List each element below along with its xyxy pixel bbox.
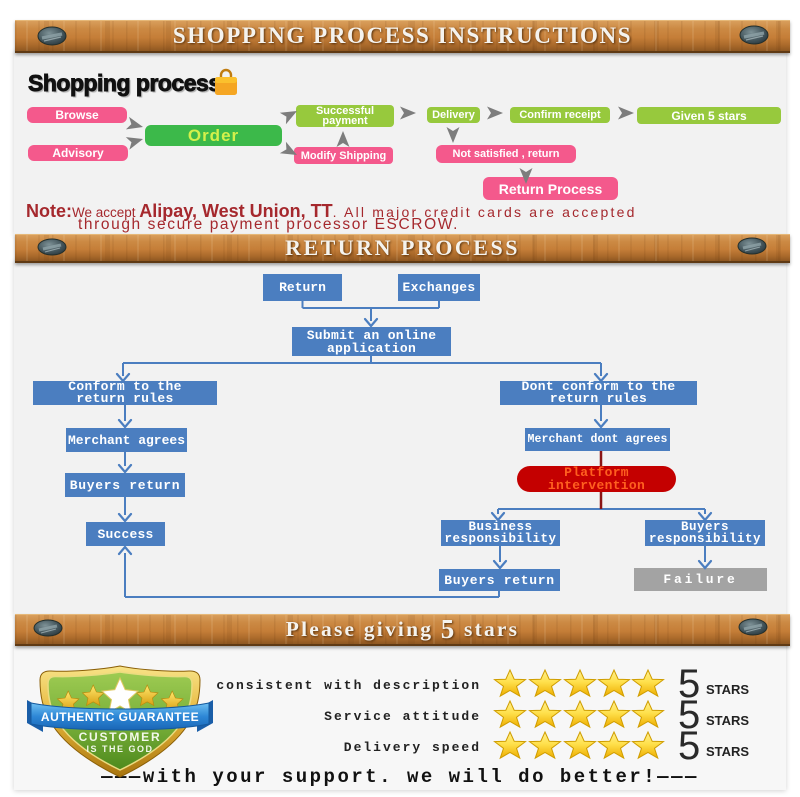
svg-text:AUTHENTIC GUARANTEE: AUTHENTIC GUARANTEE — [41, 710, 199, 724]
svg-text:STARS: STARS — [706, 744, 749, 759]
svg-text:IS THE GOD: IS THE GOD — [86, 744, 153, 754]
svg-text:5: 5 — [678, 662, 700, 706]
svg-text:STARS: STARS — [706, 682, 749, 697]
svg-text:STARS: STARS — [706, 713, 749, 728]
svg-text:5: 5 — [678, 724, 700, 768]
svg-text:CUSTOMER: CUSTOMER — [79, 730, 162, 744]
svg-text:5: 5 — [678, 693, 700, 737]
